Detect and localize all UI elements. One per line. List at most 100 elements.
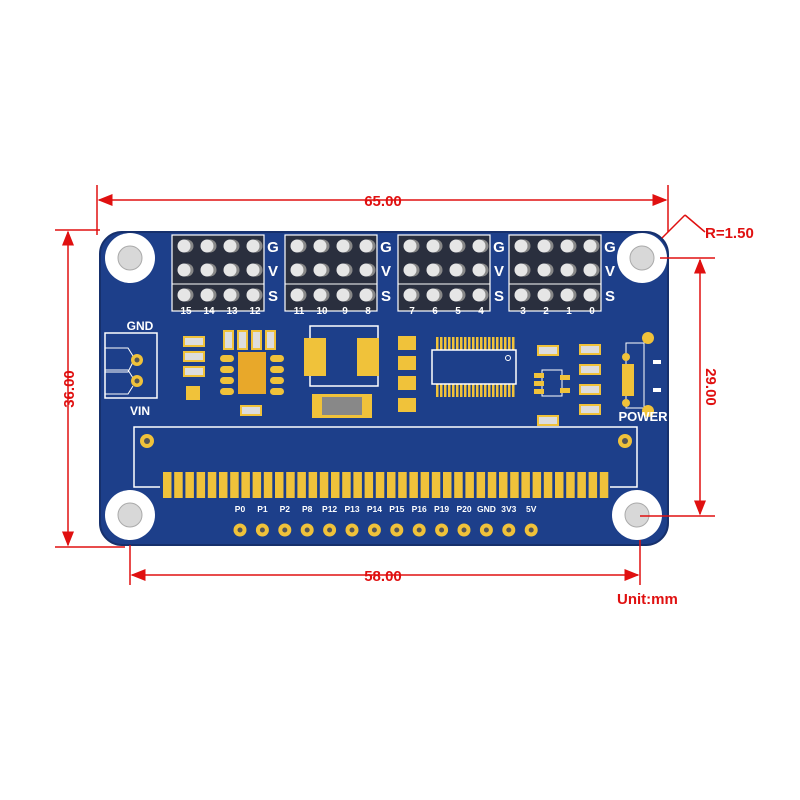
- edge-finger: [510, 472, 519, 498]
- edge-connector: [133, 426, 638, 498]
- edge-finger: [275, 472, 284, 498]
- servo-row-label: S: [605, 288, 615, 305]
- header-pin: [514, 288, 528, 302]
- servo-row-label: V: [605, 263, 615, 280]
- servo-channel-label: 10: [316, 306, 328, 317]
- edge-finger: [241, 472, 250, 498]
- header-pin: [537, 239, 551, 253]
- servo-channel-label: 5: [455, 306, 461, 317]
- pin-label: P1: [257, 504, 268, 514]
- servo-row-label: V: [381, 263, 391, 280]
- edge-finger: [342, 472, 351, 498]
- edge-finger: [454, 472, 463, 498]
- header-pin: [403, 239, 417, 253]
- edge-finger: [185, 472, 194, 498]
- header-pin: [200, 263, 214, 277]
- servo-channel-label: 7: [409, 306, 415, 317]
- edge-finger: [375, 472, 385, 498]
- header-pin: [200, 288, 214, 302]
- header-pin: [560, 263, 574, 277]
- pin-label: P0: [235, 504, 246, 514]
- header-pin: [336, 239, 350, 253]
- edge-finger: [555, 472, 564, 498]
- height-dimension: 36.00: [61, 370, 78, 408]
- header-pin: [313, 263, 327, 277]
- servo-row-label: S: [381, 288, 391, 305]
- header-pin: [336, 288, 350, 302]
- header-pin: [426, 288, 440, 302]
- dimension-lines: [55, 185, 715, 585]
- edge-finger: [364, 472, 374, 498]
- servo-row-label: S: [494, 288, 504, 305]
- header-pin: [313, 288, 327, 302]
- servo-channel-label: 14: [203, 306, 215, 317]
- edge-finger: [487, 472, 497, 498]
- pin-label: P2: [280, 504, 291, 514]
- pin-label: P12: [322, 504, 337, 514]
- servo-channel-label: 6: [432, 306, 438, 317]
- pin-label: P19: [434, 504, 449, 514]
- header-pin: [177, 288, 191, 302]
- servo-channel-label: 2: [543, 306, 549, 317]
- mounting-holes: [105, 233, 667, 540]
- header-pin: [514, 263, 528, 277]
- pin-label: 3V3: [501, 504, 516, 514]
- edge-finger: [566, 472, 575, 498]
- header-pin: [246, 263, 260, 277]
- edge-finger: [286, 472, 295, 498]
- edge-finger: [219, 472, 228, 498]
- header-pin: [290, 239, 304, 253]
- terminal-vin-label: VIN: [130, 404, 150, 418]
- header-pin: [426, 239, 440, 253]
- edge-finger: [230, 472, 239, 498]
- pin-label: P13: [344, 504, 359, 514]
- pin-label: P20: [456, 504, 471, 514]
- edge-finger: [297, 472, 306, 498]
- edge-finger: [577, 472, 586, 498]
- edge-finger: [588, 472, 598, 498]
- header-pin: [426, 263, 440, 277]
- edge-finger: [443, 472, 452, 498]
- header-pin: [246, 288, 260, 302]
- header-pin: [583, 263, 597, 277]
- header-pin: [583, 288, 597, 302]
- edge-finger: [308, 472, 318, 498]
- header-pin: [359, 263, 373, 277]
- header-pin: [403, 288, 417, 302]
- servo-row-label: S: [268, 288, 278, 305]
- servo-channel-label: 1: [566, 306, 572, 317]
- pin-label: GND: [477, 504, 496, 514]
- header-pin: [359, 239, 373, 253]
- edge-finger: [398, 472, 407, 498]
- header-pin: [223, 288, 237, 302]
- power-terminal: [104, 332, 158, 399]
- servo-channel-label: 11: [294, 306, 305, 317]
- header-pin: [472, 263, 486, 277]
- edge-finger: [163, 472, 172, 498]
- header-pin: [336, 263, 350, 277]
- edge-finger: [420, 472, 430, 498]
- terminal-gnd-label: GND: [127, 319, 154, 333]
- edge-finger: [532, 472, 542, 498]
- vertical-hole-spacing: 29.00: [702, 368, 719, 406]
- edge-finger: [319, 472, 329, 498]
- power-label: POWER: [618, 409, 668, 424]
- edge-finger: [465, 472, 474, 498]
- header-pin: [583, 239, 597, 253]
- servo-channel-label: 12: [249, 306, 261, 317]
- edge-finger: [431, 472, 441, 498]
- servo-row-label: V: [494, 263, 504, 280]
- header-pin: [560, 239, 574, 253]
- servo-channel-label: 3: [520, 306, 526, 317]
- edge-finger: [263, 472, 273, 498]
- header-pin: [537, 263, 551, 277]
- smd-components: [183, 325, 661, 426]
- header-pin: [313, 239, 327, 253]
- corner-radius: R=1.50: [705, 225, 754, 242]
- servo-channel-label: 4: [478, 306, 484, 317]
- edge-finger: [387, 472, 396, 498]
- header-pin: [449, 288, 463, 302]
- header-pin: [403, 263, 417, 277]
